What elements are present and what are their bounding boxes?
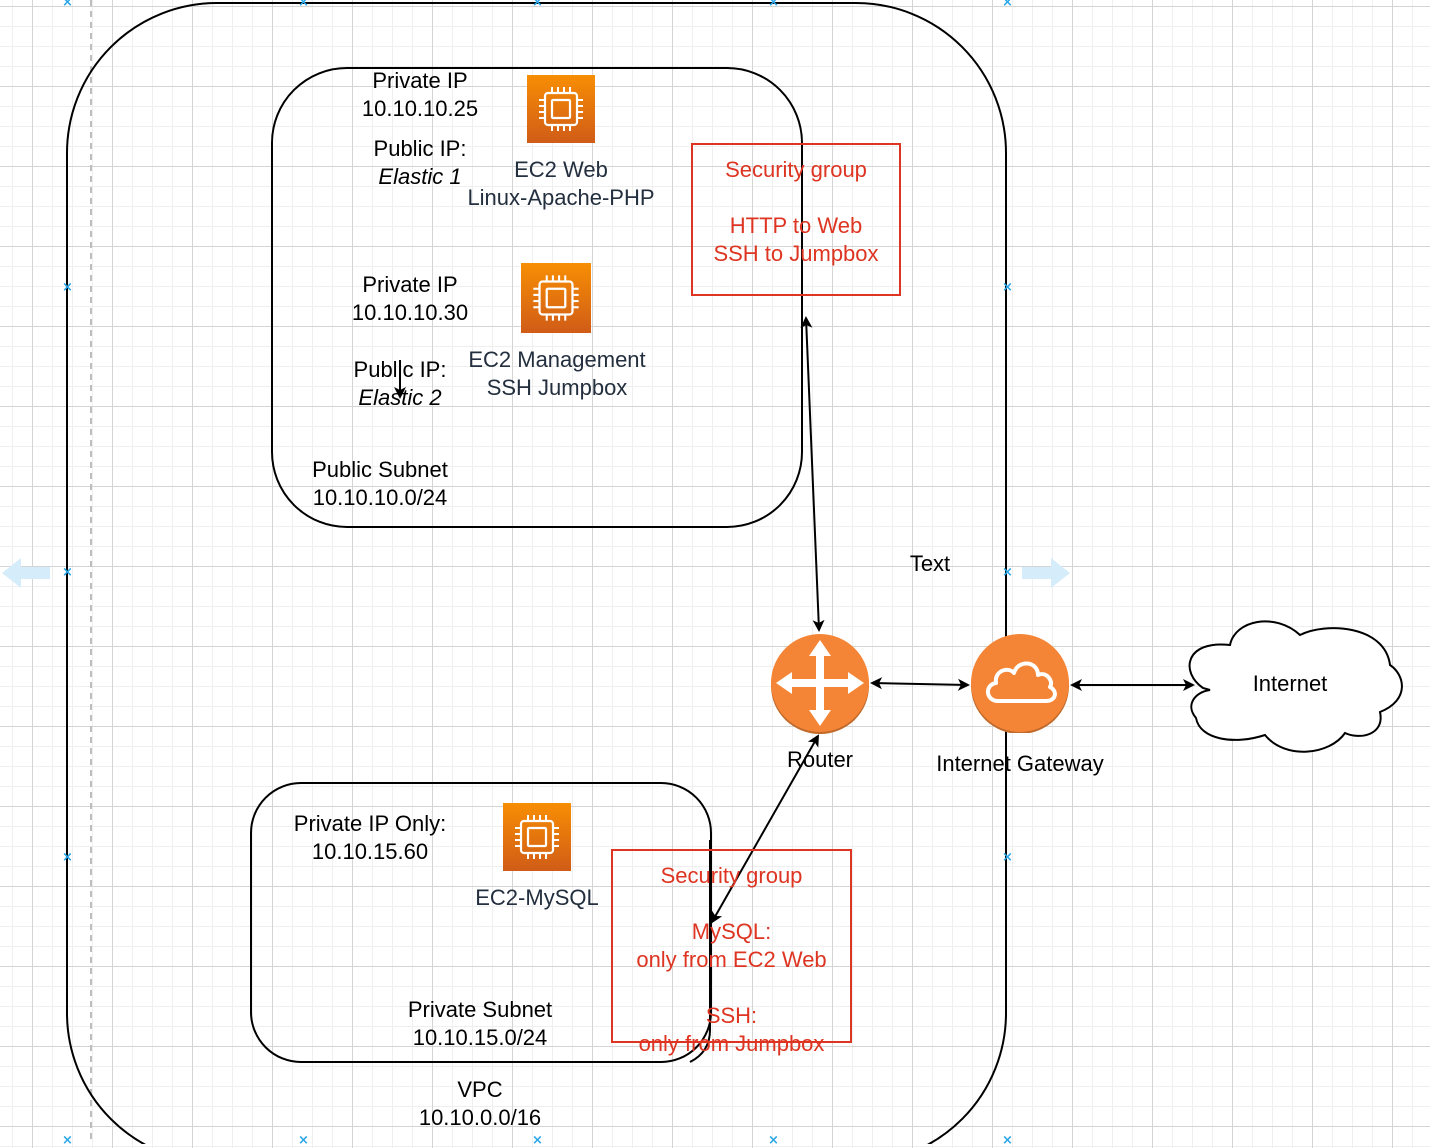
ec2-management-name-label: EC2 Management SSH Jumpbox: [447, 346, 667, 402]
public-ip-value: Elastic 1: [378, 164, 462, 189]
public-subnet-container[interactable]: [271, 67, 803, 528]
security-group-title: Security group: [660, 863, 803, 888]
security-group-rule: only from EC2 Web: [636, 947, 827, 972]
instance-name: EC2-MySQL: [475, 885, 599, 910]
security-group-rule: HTTP to Web: [729, 213, 863, 238]
connector-vertical-private[interactable]: [689, 840, 711, 1063]
public-subnet-label: Public Subnet 10.10.10.0/24: [290, 456, 470, 512]
public-ip-heading: Public IP:: [373, 136, 467, 161]
public-security-group-text: Security group HTTP to Web SSH to Jumpbo…: [691, 156, 901, 268]
vpc-title: VPC: [457, 1077, 503, 1102]
instance-stack: Linux-Apache-PHP: [467, 185, 655, 210]
subnet-cidr: 10.10.15.0/24: [412, 1025, 548, 1050]
vpc-container[interactable]: [66, 2, 1007, 1144]
private-subnet-label: Private Subnet 10.10.15.0/24: [380, 996, 580, 1052]
instance-name: EC2 Web: [514, 157, 608, 182]
router-label: Router: [786, 747, 854, 772]
router-icon[interactable]: [770, 634, 870, 734]
ec2-mysql-icon[interactable]: [503, 803, 571, 871]
private-ip-heading: Private IP: [362, 272, 458, 297]
selection-handle[interactable]: ×: [532, 0, 543, 10]
ec2-web-private-ip-label: Private IP 10.10.10.25: [340, 67, 500, 123]
selection-handle[interactable]: ×: [62, 850, 73, 865]
selection-handle[interactable]: ×: [1002, 565, 1013, 580]
connector-router-to-private-sg[interactable]: [711, 734, 819, 924]
public-ip-heading: Public IP:: [353, 357, 447, 382]
ec2-mysql-name-label: EC2-MySQL: [457, 884, 617, 912]
internet-label: Internet: [1252, 671, 1328, 696]
security-group-rule-title: MySQL:: [691, 919, 772, 944]
connector-router-to-igw[interactable]: [870, 677, 970, 691]
private-security-group-text: Security group MySQL: only from EC2 Web …: [611, 862, 852, 1058]
selection-handle[interactable]: ×: [1002, 280, 1013, 295]
ec2-web-name-label: EC2 Web Linux-Apache-PHP: [440, 156, 682, 212]
ec2-management-icon[interactable]: [521, 263, 591, 333]
private-ip-heading: Private IP Only:: [293, 811, 447, 836]
selection-handle[interactable]: ×: [298, 1133, 309, 1148]
subnet-title: Public Subnet: [312, 457, 448, 482]
internet-gateway-icon[interactable]: [970, 633, 1070, 733]
security-group-rule: only from Jumpbox: [638, 1031, 825, 1056]
chip-icon: [533, 275, 579, 321]
clone-right-arrow-icon[interactable]: [1022, 558, 1070, 588]
private-ip-value: 10.10.10.25: [361, 96, 479, 121]
chip-icon: [539, 87, 583, 131]
internet-cloud-shape[interactable]: [1188, 620, 1403, 753]
security-group-title: Security group: [725, 157, 867, 182]
selection-handle[interactable]: ×: [532, 1133, 543, 1148]
internet-gateway-label: Internet Gateway: [936, 751, 1104, 776]
ec2-web-icon[interactable]: [527, 75, 595, 143]
private-security-group-box[interactable]: [611, 849, 852, 1043]
connector-sg-to-router[interactable]: [800, 316, 825, 632]
vpc-label: VPC 10.10.0.0/16: [390, 1076, 570, 1132]
instance-role: SSH Jumpbox: [486, 375, 628, 400]
selection-handle[interactable]: ×: [1002, 0, 1013, 10]
selection-handle[interactable]: ×: [1002, 1133, 1013, 1148]
selection-handle[interactable]: ×: [62, 565, 73, 580]
selection-handle[interactable]: ×: [298, 0, 309, 10]
private-ip-heading: Private IP: [372, 68, 468, 93]
subnet-cidr: 10.10.10.0/24: [312, 485, 448, 510]
selection-handle[interactable]: ×: [768, 0, 779, 10]
selection-handle[interactable]: ×: [62, 0, 73, 10]
ec2-mysql-private-ip-label: Private IP Only: 10.10.15.60: [270, 810, 470, 866]
chip-icon: [515, 815, 559, 859]
public-ip-value: Elastic 2: [358, 385, 442, 410]
security-group-rule: SSH to Jumpbox: [713, 241, 879, 266]
private-ip-value: 10.10.10.30: [351, 300, 469, 325]
security-group-rule-title: SSH:: [705, 1003, 758, 1028]
selection-handle[interactable]: ×: [1002, 850, 1013, 865]
ec2-management-private-ip-label: Private IP 10.10.10.30: [330, 271, 490, 327]
selection-handle[interactable]: ×: [62, 1133, 73, 1148]
vpc-cidr: 10.10.0.0/16: [418, 1105, 542, 1130]
cloud-icon: [986, 661, 1057, 703]
selection-handle[interactable]: ×: [768, 1133, 779, 1148]
instance-name: EC2 Management: [468, 347, 646, 372]
selection-handle[interactable]: ×: [62, 280, 73, 295]
private-ip-value: 10.10.15.60: [311, 839, 429, 864]
ec2-web-public-ip-label: Public IP: Elastic 1: [340, 135, 500, 191]
clone-left-arrow-icon[interactable]: [2, 558, 50, 588]
floating-text-label[interactable]: Text: [909, 551, 951, 576]
subnet-title: Private Subnet: [407, 997, 553, 1022]
ec2-management-public-ip-label: Public IP: Elastic 2: [320, 356, 480, 412]
public-security-group-box[interactable]: [691, 143, 901, 296]
